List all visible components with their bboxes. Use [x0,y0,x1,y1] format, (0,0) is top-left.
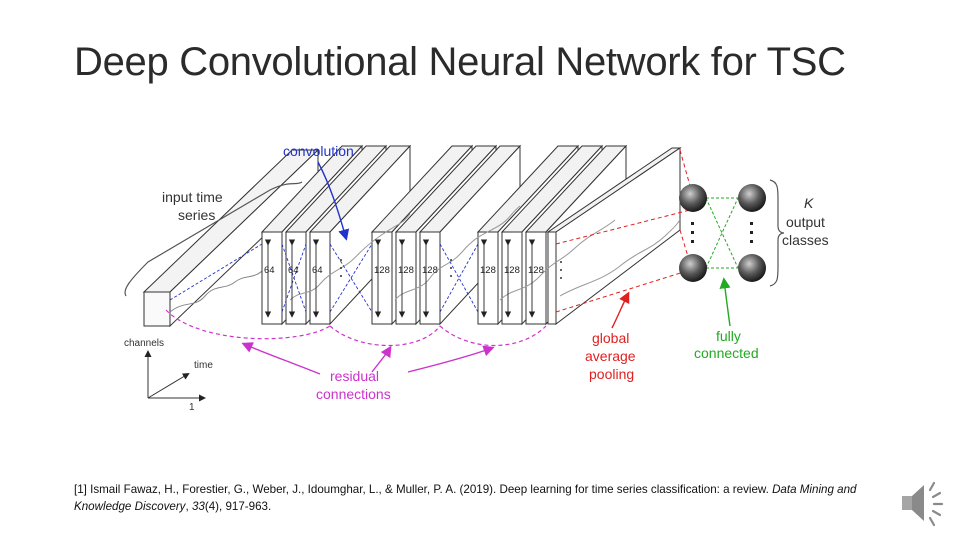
citation-volume: 33 [191,500,205,513]
channels-label: channels [124,338,164,349]
neuron-ellipsis [691,222,753,243]
svg-text:fully connected: fully connected [694,328,759,361]
fc-connections [705,197,739,269]
citation-text: [1] Ismail Fawaz, H., Forestier, G., Web… [74,483,773,496]
residual-connections [165,309,547,347]
output-neuron [738,184,766,212]
citation-journal: Data Mining and Knowledge Discovery [74,483,857,513]
pooled-neuron [679,184,707,212]
filter-count-label: 128 [504,265,520,276]
input-time-series-block [142,148,320,328]
neurons [679,184,766,282]
fully-connected-label: fully [716,328,741,344]
axes-glyph [144,350,206,402]
input-time-series-label: series [178,207,215,223]
axis-one-label: 1 [189,402,195,413]
svg-text:global average pooling: global average pooling [585,330,639,382]
time-label: time [194,360,213,371]
filter-count-label: 64 [288,265,299,276]
filter-count-label: 128 [398,265,414,276]
slide-title: Deep Convolutional Neural Network for TS… [74,40,846,84]
input-time-series-label: input time [162,189,223,205]
output-brace [769,179,785,287]
filter-count-label: 128 [422,265,438,276]
citation: [1] Ismail Fawaz, H., Forestier, G., Web… [74,481,884,515]
fully-connected-label: connected [694,345,759,361]
filter-count-label: 128 [374,265,390,276]
fc-arrow [719,277,731,327]
ellipsis-dots [340,259,562,279]
output-neuron [738,254,766,282]
residual-arrows [241,342,495,375]
gap-label: pooling [589,366,634,382]
gap-label: global [592,330,629,346]
residual-connections-label: connections [316,386,391,402]
conv-blocks [260,144,682,326]
svg-text:input time series: input time series [162,189,227,223]
pooling-arrow [611,291,630,329]
convolution-arrow [317,161,350,241]
output-classes-label: classes [782,232,829,248]
filter-count-label: 128 [480,265,496,276]
output-k-label: K [804,195,814,211]
filter-count-label: 64 [264,265,275,276]
speaker-icon[interactable] [896,478,946,533]
svg-text:residual connections: residual connections [316,368,391,402]
gap-label: average [585,348,636,364]
depth-arrows [264,239,536,318]
pooled-neuron [679,254,707,282]
residual-connections-label: residual [330,368,379,384]
convolution-label: convolution [283,143,354,159]
output-classes-label: output [786,214,825,230]
svg-text:output classes: output classes [782,214,829,248]
citation-pages: , 917-963. [219,500,272,513]
filter-count-label: 128 [528,265,544,276]
input-brace [124,181,303,297]
citation-separator: , [185,500,192,513]
filter-count-label: 64 [312,265,323,276]
citation-issue: (4) [204,500,220,513]
